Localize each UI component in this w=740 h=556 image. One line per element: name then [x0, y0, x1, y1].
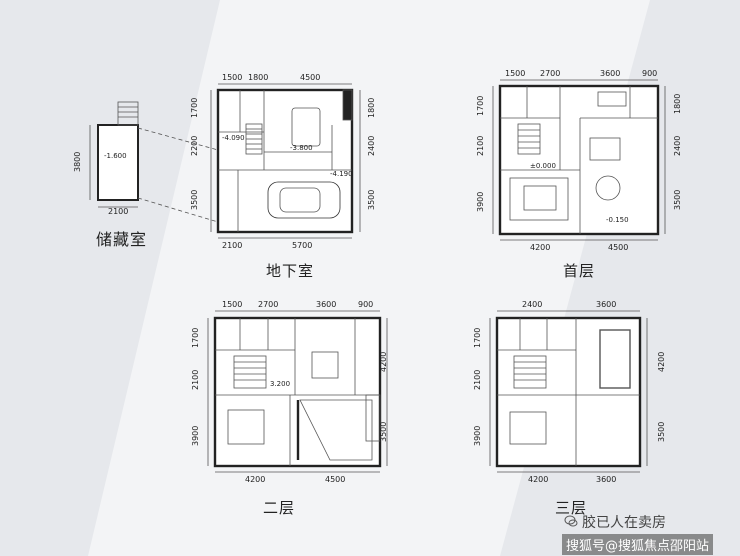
basement-bottom-dim-1: 2100: [222, 241, 242, 250]
storage-width-dim: 2100: [108, 207, 128, 216]
first-bottom-dim-2: 4500: [608, 243, 628, 252]
storage-height-dim: 3800: [73, 152, 82, 172]
first-left-dim-2: 2100: [476, 136, 485, 156]
first-top-dim-3: 3600: [600, 69, 620, 78]
third-left-dim-2: 2100: [473, 370, 482, 390]
second-right-dim-2: 3500: [379, 422, 388, 442]
basement-right-dim-3: 3500: [367, 190, 376, 210]
basement-left-dim-3: 3500: [190, 190, 199, 210]
basement-right-dim-2: 2400: [367, 136, 376, 156]
first-level-2: -0.150: [606, 216, 629, 224]
second-top-dim-1: 1500: [222, 300, 242, 309]
first-left-dim-1: 1700: [476, 96, 485, 116]
first-floor-plan: [492, 79, 666, 241]
first-right-dim-1: 1800: [673, 94, 682, 114]
basement-right-dim-1: 1800: [367, 98, 376, 118]
storage-level: -1.600: [104, 152, 127, 160]
basement-level-3: -4.190: [330, 170, 353, 178]
first-floor-label: 首层: [563, 262, 596, 280]
second-level-1: 3.200: [270, 380, 290, 388]
first-top-dim-4: 900: [642, 69, 657, 78]
basement-plan: [210, 83, 361, 239]
third-floor-label: 三层: [555, 499, 588, 517]
basement-top-dim-3: 4500: [300, 73, 320, 82]
third-floor-plan: [489, 310, 648, 473]
second-left-dim-1: 1700: [191, 328, 200, 348]
second-right-dim-1: 4200: [379, 352, 388, 372]
first-right-dim-3: 3500: [673, 190, 682, 210]
second-bottom-dim-2: 4500: [325, 475, 345, 484]
first-left-dim-3: 3900: [476, 192, 485, 212]
basement-label: 地下室: [266, 262, 315, 280]
third-left-dim-1: 1700: [473, 328, 482, 348]
third-left-dim-3: 3900: [473, 426, 482, 446]
basement-top-dim-1: 1500: [222, 73, 242, 82]
second-top-dim-4: 900: [358, 300, 373, 309]
first-top-dim-2: 2700: [540, 69, 560, 78]
storage-label: 储藏室: [96, 230, 148, 249]
basement-top-dim-2: 1800: [248, 73, 268, 82]
second-top-dim-2: 2700: [258, 300, 278, 309]
second-bottom-dim-1: 4200: [245, 475, 265, 484]
third-bottom-dim-1: 4200: [528, 475, 548, 484]
second-floor-label: 二层: [263, 499, 296, 517]
first-top-dim-1: 1500: [505, 69, 525, 78]
basement-level-1: -4.090: [222, 134, 245, 142]
second-top-dim-3: 3600: [316, 300, 336, 309]
basement-bottom-dim-2: 5700: [292, 241, 312, 250]
third-top-dim-1: 2400: [522, 300, 542, 309]
second-left-dim-2: 2100: [191, 370, 200, 390]
third-right-dim-1: 4200: [657, 352, 666, 372]
first-level-1: ±0.000: [530, 162, 556, 170]
wechat-icon: [564, 515, 578, 527]
basement-left-dim-1: 1700: [190, 98, 199, 118]
watermark-account: 胶已人在卖房: [582, 515, 666, 531]
third-bottom-dim-2: 3600: [596, 475, 616, 484]
third-right-dim-2: 3500: [657, 422, 666, 442]
second-floor-plan: [207, 310, 388, 473]
second-left-dim-3: 3900: [191, 426, 200, 446]
basement-left-dim-2: 2200: [190, 136, 199, 156]
basement-level-2: -3.800: [290, 144, 313, 152]
first-right-dim-2: 2400: [673, 136, 682, 156]
watermark-source: 搜狐号@搜狐焦点邵阳站: [562, 534, 714, 555]
third-top-dim-2: 3600: [596, 300, 616, 309]
storage-plan: [89, 101, 219, 223]
first-bottom-dim-1: 4200: [530, 243, 550, 252]
